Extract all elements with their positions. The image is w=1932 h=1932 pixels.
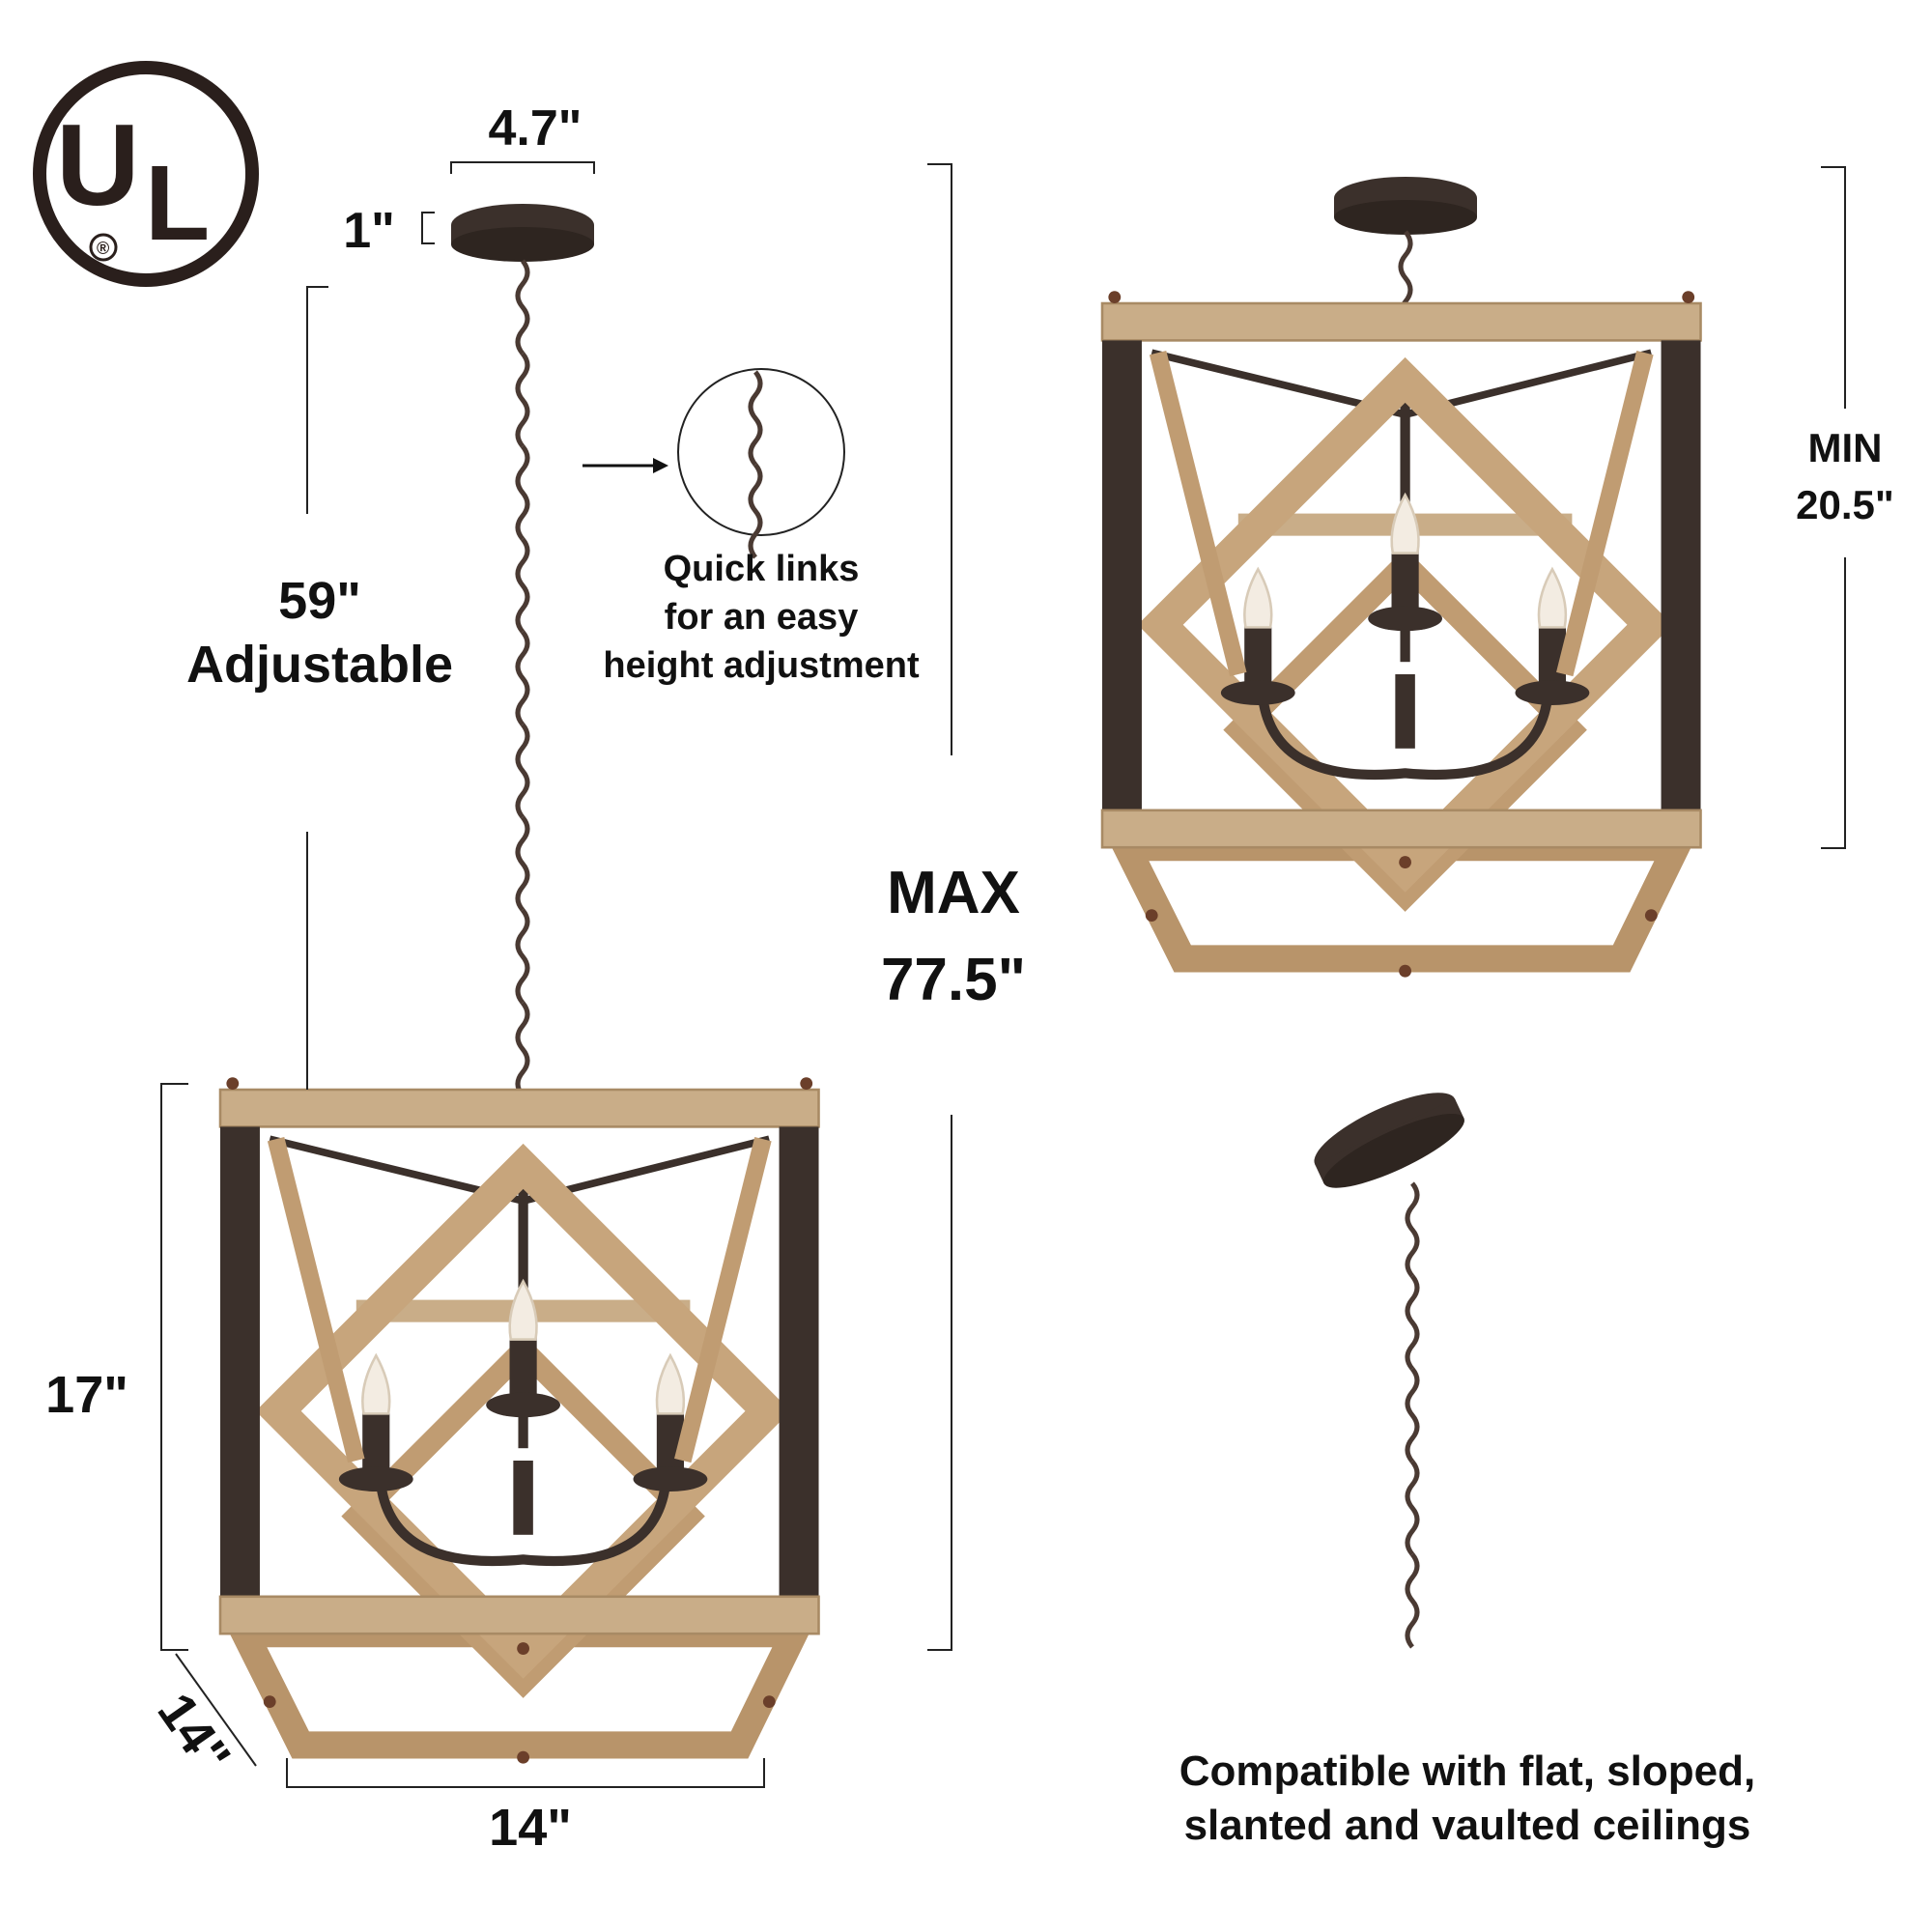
body-width-label: 14" — [489, 1799, 572, 1857]
quick-links-line-3: height adjustment — [603, 645, 920, 686]
body-depth-label: 14" — [147, 1683, 242, 1784]
ul-letter-l: L — [145, 144, 210, 263]
ul-certification-logo: U L ® — [33, 61, 259, 287]
compatibility-line-1: Compatible with flat, sloped, — [1179, 1747, 1755, 1795]
dimension-lines — [160, 161, 1846, 1788]
chain-adjustable-label: Adjustable — [186, 636, 453, 694]
quick-links-line-2: for an easy — [665, 597, 859, 638]
arrow-right-icon — [653, 458, 668, 473]
body-height-label: 17" — [45, 1366, 128, 1424]
quick-link-detail: Quick links for an easy height adjustmen… — [582, 368, 920, 686]
quick-links-line-1: Quick links — [664, 549, 860, 589]
canopy-height-label: 1" — [343, 203, 395, 259]
sloped-ceiling-canopy — [1314, 1093, 1464, 1647]
min-height-label: 20.5" — [1796, 482, 1894, 527]
max-height-label: 77.5" — [881, 947, 1026, 1013]
chain-length-label: 59" — [278, 572, 361, 630]
ul-letter-u: U — [56, 100, 140, 230]
pendant-extended — [220, 204, 819, 1764]
min-label: MIN — [1808, 425, 1883, 470]
compatibility-line-2: slanted and vaulted ceilings — [1184, 1802, 1751, 1849]
max-label: MAX — [887, 860, 1020, 926]
canopy-width-label: 4.7" — [489, 100, 582, 156]
pendant-min-height — [1102, 177, 1701, 978]
registered-mark: ® — [97, 239, 109, 258]
